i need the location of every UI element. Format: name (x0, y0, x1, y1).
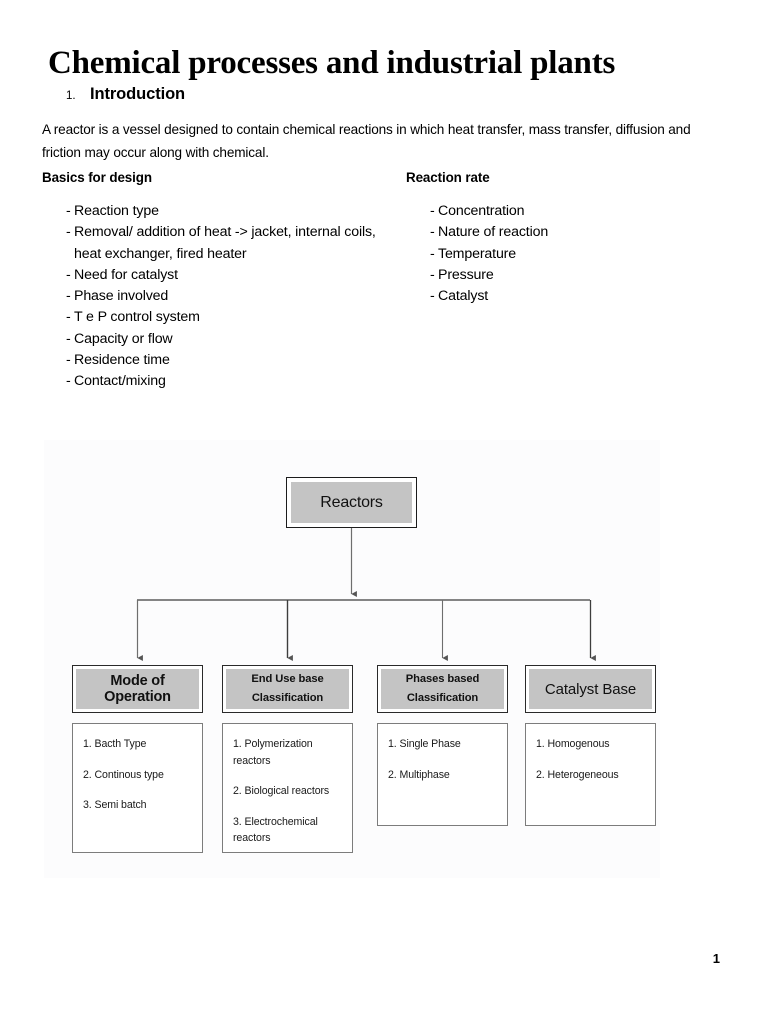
content-item: 2. Heterogeneous (536, 768, 619, 781)
diagram-node-reactors-fill: Reactors (291, 482, 412, 523)
reaction-rate-column: Reaction rate - Concentration - Nature o… (406, 170, 706, 307)
diagram-node-catalyst-base[interactable]: Catalyst Base (525, 665, 656, 713)
diagram-node-phases-based-classification[interactable]: Phases based Classification (377, 665, 508, 713)
diagram-node-phases-based-classification-label-line1: Phases based (405, 673, 480, 685)
diagram-node-reactors-label: Reactors (320, 493, 383, 511)
list-item: - Catalyst (406, 286, 706, 307)
page-title: Chemical processes and industrial plants (48, 45, 616, 81)
diagram-node-mode-of-operation[interactable]: Mode of Operation (72, 665, 203, 713)
list-item-label: T e P control system (74, 309, 200, 326)
list-item: - Contact/mixing (42, 371, 392, 392)
bullet-dash: - (430, 266, 435, 283)
list-item: - T e P control system (42, 307, 392, 328)
content-item: 2. Biological reactors (233, 785, 330, 797)
content-item: 2. Continous type (83, 768, 164, 781)
list-item: - Pressure (406, 265, 706, 286)
diagram-node-end-use-base-classification-fill: End Use base Classification (226, 669, 349, 709)
list-item: - Temperature (406, 244, 706, 265)
bullet-dash: - (66, 373, 71, 390)
list-item-label: Phase involved (74, 288, 169, 305)
bullet-dash: - (66, 224, 71, 241)
reactor-classification-diagram: Reactors Mode of Operation End Use base … (44, 440, 660, 878)
bullet-dash: - (66, 266, 71, 283)
bullet-dash: - (430, 224, 435, 241)
content-item: 1. Polymerization reactors (233, 738, 313, 767)
reaction-rate-heading: Reaction rate (406, 170, 490, 185)
bullet-dash: - (66, 309, 71, 326)
reaction-rate-list: - Concentration - Nature of reaction - T… (406, 201, 706, 307)
diagram-node-catalyst-base-label: Catalyst Base (544, 680, 637, 698)
content-item: 2. Multiphase (388, 768, 450, 781)
section-heading: 1. Introduction (66, 85, 185, 104)
content-item: 3. Semi batch (83, 799, 147, 811)
section-title: Introduction (90, 85, 186, 103)
list-item-label: Removal/ addition of heat -> jacket, int… (74, 224, 376, 262)
bullet-dash: - (66, 203, 71, 219)
bullet-dash: - (430, 203, 435, 219)
list-item: - Nature of reaction (406, 222, 706, 243)
list-item: - Phase involved (42, 286, 392, 307)
bullet-dash: - (66, 352, 71, 369)
list-item-label: Capacity or flow (74, 330, 173, 347)
diagram-node-catalyst-base-fill: Catalyst Base (529, 669, 652, 709)
content-item: 1. Homogenous (536, 738, 610, 750)
basics-for-design-column: Basics for design - Reaction type - Remo… (42, 170, 392, 393)
content-item: 1. Single Phase (388, 738, 461, 750)
list-item-label: Pressure (438, 266, 494, 283)
diagram-node-end-use-base-classification-label-line1: End Use base (251, 673, 324, 685)
diagram-content-catalyst-base[interactable]: 1. Homogenous 2. Heterogeneous (525, 723, 656, 826)
page-number: 1 (712, 951, 720, 966)
diagram-content-phases-based-classification[interactable]: 1. Single Phase 2. Multiphase (377, 723, 508, 826)
diagram-content-end-use-base-classification[interactable]: 1. Polymerization reactors 2. Biological… (222, 723, 353, 853)
section-number: 1. (66, 90, 76, 102)
bullet-dash: - (66, 288, 71, 305)
list-item-label: Catalyst (438, 288, 489, 305)
list-item: - Need for catalyst (42, 265, 392, 286)
list-item-label: Nature of reaction (438, 224, 549, 241)
basics-for-design-list: - Reaction type - Removal/ addition of h… (42, 201, 392, 393)
list-item: - Residence time (42, 350, 392, 371)
list-item: - Removal/ addition of heat -> jacket, i… (42, 222, 392, 265)
content-item: 3. Electrochemical reactors (233, 815, 318, 845)
intro-paragraph: A reactor is a vessel designed to contai… (42, 122, 691, 160)
list-item-label: Reaction type (74, 203, 159, 219)
list-item-label: Residence time (74, 352, 170, 369)
diagram-node-end-use-base-classification[interactable]: End Use base Classification (222, 665, 353, 713)
list-item: - Capacity or flow (42, 329, 392, 350)
basics-for-design-heading: Basics for design (42, 170, 152, 185)
connector-lines (136, 528, 596, 661)
list-item: - Concentration (406, 201, 706, 222)
list-item: - Reaction type (42, 201, 392, 222)
diagram-node-end-use-base-classification-label-line2: Classification (251, 692, 324, 704)
bullet-dash: - (66, 330, 71, 347)
content-item: 1. Bacth Type (83, 738, 147, 750)
diagram-node-mode-of-operation-label: Mode of Operation (104, 673, 171, 705)
diagram-node-reactors[interactable]: Reactors (286, 477, 417, 528)
diagram-node-mode-of-operation-fill: Mode of Operation (76, 669, 199, 709)
diagram-node-phases-based-classification-label-line2: Classification (406, 692, 479, 704)
bullet-dash: - (430, 288, 435, 305)
list-item-label: Concentration (438, 203, 525, 219)
list-item-label: Contact/mixing (74, 373, 166, 390)
bullet-dash: - (430, 245, 435, 262)
diagram-content-mode-of-operation[interactable]: 1. Bacth Type 2. Continous type 3. Semi … (72, 723, 203, 853)
list-item-label: Need for catalyst (74, 266, 178, 283)
diagram-node-phases-based-classification-fill: Phases based Classification (381, 669, 504, 709)
list-item-label: Temperature (438, 245, 516, 262)
